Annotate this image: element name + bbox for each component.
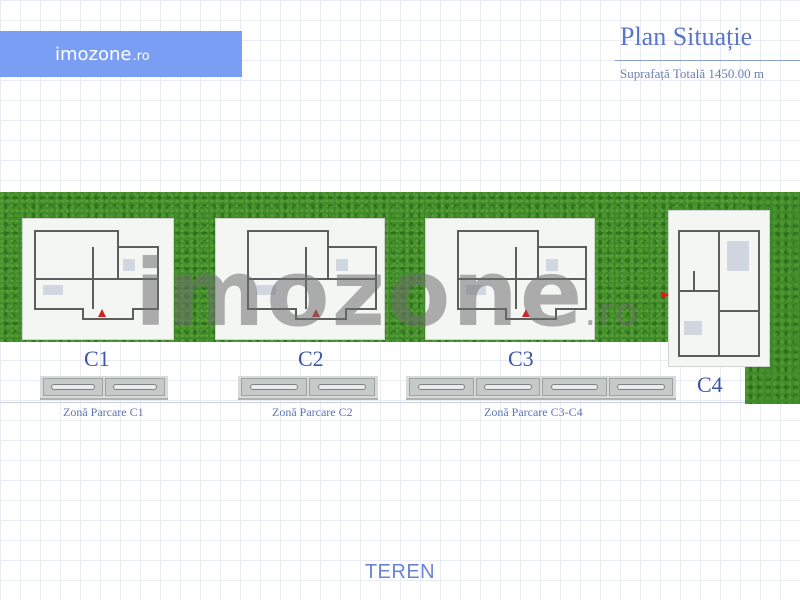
parking-bay[interactable]: [43, 378, 103, 396]
parking-zone-label-c3-c4: Zonă Parcare C3-C4: [484, 405, 583, 419]
brand-tld: .ro: [132, 48, 150, 64]
floor-plan-drawing: [457, 230, 587, 320]
brand-name: imozone: [55, 43, 132, 65]
car-icon: [417, 384, 465, 390]
total-area-text: Suprafață Totală 1450.00 m: [620, 66, 764, 81]
parking-zone-label-c2: Zonă Parcare C2: [272, 405, 353, 419]
house-plan-c4[interactable]: [661, 210, 770, 367]
car-icon: [550, 384, 598, 390]
parking-zone-line: [0, 402, 745, 403]
entrance-arrow: [98, 309, 106, 317]
parking-bay[interactable]: [309, 378, 375, 396]
car-icon: [484, 384, 532, 390]
house-label-c3: C3: [508, 346, 534, 371]
title-divider: [615, 60, 800, 61]
house-label-c4: C4: [697, 372, 723, 397]
house-plan-c3[interactable]: [425, 218, 595, 340]
car-icon: [112, 384, 158, 390]
parking-bay[interactable]: [608, 378, 673, 396]
floor-plan-drawing: [34, 230, 159, 320]
car-icon: [50, 384, 96, 390]
brand-logo[interactable]: imozone.ro: [0, 31, 242, 77]
floor-plan-drawing: [678, 230, 760, 357]
entrance-arrow: [661, 291, 669, 299]
page-title: Plan Situație: [620, 22, 753, 51]
parking-area-c3-c4[interactable]: [406, 376, 676, 400]
car-icon: [617, 384, 665, 390]
car-icon: [249, 384, 299, 390]
house-plan-c2[interactable]: [215, 218, 385, 340]
house-plan-c1[interactable]: [22, 218, 174, 340]
car-icon: [317, 384, 367, 390]
parking-bay[interactable]: [475, 378, 540, 396]
parking-area-c2[interactable]: [238, 376, 378, 400]
entrance-arrow: [522, 309, 530, 317]
floor-plan-drawing: [247, 230, 377, 320]
parking-area-c1[interactable]: [40, 376, 168, 400]
entrance-arrow: [312, 309, 320, 317]
parking-bay[interactable]: [409, 378, 474, 396]
land-label: TEREN: [364, 561, 436, 583]
parking-zone-label-c1: Zonă Parcare C1: [63, 405, 144, 419]
parking-bay[interactable]: [542, 378, 607, 396]
parking-bay[interactable]: [105, 378, 165, 396]
house-label-c1: C1: [84, 346, 110, 371]
parking-bay[interactable]: [241, 378, 307, 396]
house-label-c2: C2: [298, 346, 324, 371]
